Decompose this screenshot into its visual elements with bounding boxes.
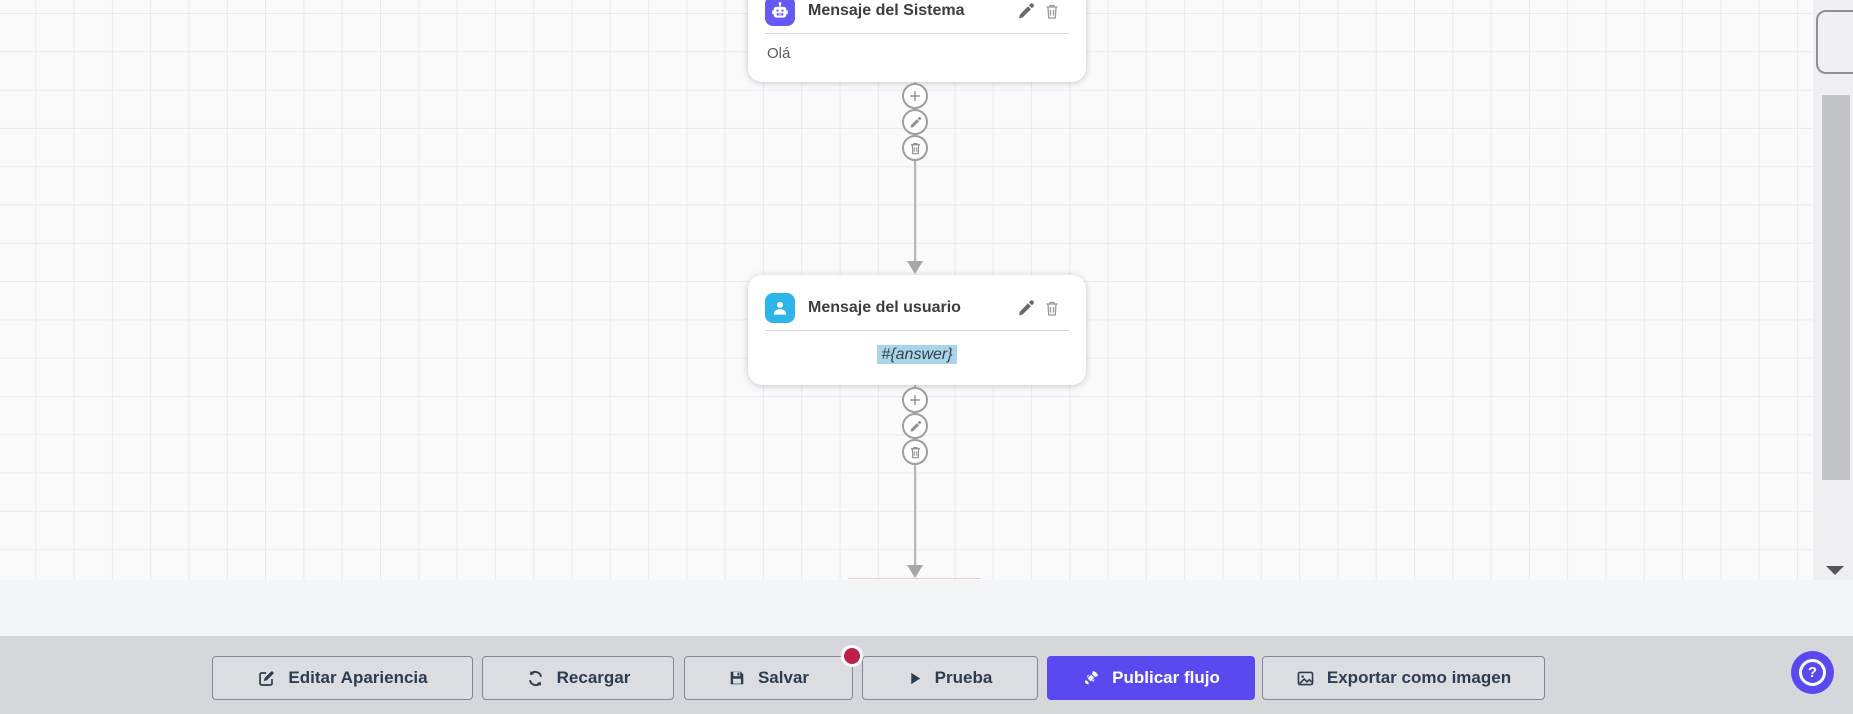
rocket-icon (1085, 670, 1099, 685)
delete-node-button[interactable] (1044, 2, 1060, 20)
delete-connector-button[interactable] (902, 439, 928, 465)
flow-canvas[interactable]: Mensaje del Sistema Olá (0, 0, 1813, 580)
trash-icon (910, 446, 920, 459)
help-button[interactable]: ? (1791, 651, 1834, 694)
node-title: Mensaje del Sistema (808, 2, 965, 19)
delete-connector-button[interactable] (902, 135, 928, 161)
node-header: Mensaje del usuario (748, 275, 1086, 323)
connector-actions (902, 387, 928, 465)
node-card-user-message[interactable]: Mensaje del usuario #{answe (748, 275, 1086, 385)
node-title: Mensaje del usuario (808, 299, 961, 316)
scrollbar-thumb[interactable] (1822, 95, 1850, 480)
robot-icon (765, 0, 795, 26)
pencil-icon (1019, 3, 1034, 19)
user-icon (765, 293, 795, 323)
answer-variable-text: #{answer} (877, 345, 957, 364)
trash-icon (1046, 4, 1058, 19)
edit-connector-button[interactable] (902, 413, 928, 439)
connector-line (914, 82, 916, 262)
arrow-down-icon (907, 565, 923, 578)
divider (765, 33, 1069, 34)
divider (765, 330, 1069, 331)
export-image-button[interactable]: Exportar como imagen (1262, 656, 1545, 700)
add-node-button[interactable] (902, 83, 928, 109)
connector-actions (902, 83, 928, 161)
edit-appearance-label: Editar Apariencia (288, 668, 428, 687)
publish-flow-button[interactable]: Publicar flujo (1047, 656, 1255, 700)
export-image-label: Exportar como imagen (1326, 668, 1512, 687)
next-node-edge (848, 578, 980, 579)
question-mark-icon: ? (1799, 659, 1826, 686)
plus-icon (910, 91, 920, 101)
canvas-footer-spacer (0, 580, 1853, 636)
save-icon (730, 671, 744, 685)
edit-connector-button[interactable] (902, 109, 928, 135)
reload-label: Recargar (556, 668, 631, 687)
trash-icon (910, 142, 920, 155)
top-right-panel[interactable] (1816, 10, 1853, 74)
publish-flow-label: Publicar flujo (1112, 668, 1220, 687)
pencil-icon (909, 420, 921, 432)
plus-icon (910, 395, 920, 405)
test-button[interactable]: Prueba (862, 656, 1038, 700)
save-button[interactable]: Salvar (684, 656, 853, 700)
image-icon (1297, 671, 1314, 685)
trash-icon (1046, 301, 1058, 316)
add-node-button[interactable] (902, 387, 928, 413)
edit-node-button[interactable] (1017, 2, 1035, 20)
edit-square-icon (259, 670, 274, 686)
scroll-down-arrow-icon[interactable] (1826, 566, 1844, 575)
node-content: #{answer} (748, 331, 1086, 384)
unsaved-changes-badge (841, 645, 863, 667)
connector-line (914, 385, 916, 566)
badge-dot (844, 648, 860, 664)
pencil-icon (1019, 300, 1034, 316)
save-label: Salvar (757, 668, 810, 687)
edit-node-button[interactable] (1017, 299, 1035, 317)
arrow-down-icon (907, 261, 923, 274)
play-icon (910, 672, 920, 684)
bottom-toolbar: Editar Apariencia Recargar Salvar (0, 636, 1853, 714)
reload-button[interactable]: Recargar (482, 656, 674, 700)
refresh-icon (528, 670, 542, 686)
edit-appearance-button[interactable]: Editar Apariencia (212, 656, 473, 700)
node-header: Mensaje del Sistema (748, 0, 1086, 26)
pencil-icon (909, 116, 921, 128)
test-label: Prueba (934, 668, 993, 687)
delete-node-button[interactable] (1044, 299, 1060, 317)
node-content: Olá (748, 34, 1086, 82)
node-card-system-message[interactable]: Mensaje del Sistema Olá (748, 0, 1086, 82)
node-content-text: Olá (767, 45, 791, 62)
